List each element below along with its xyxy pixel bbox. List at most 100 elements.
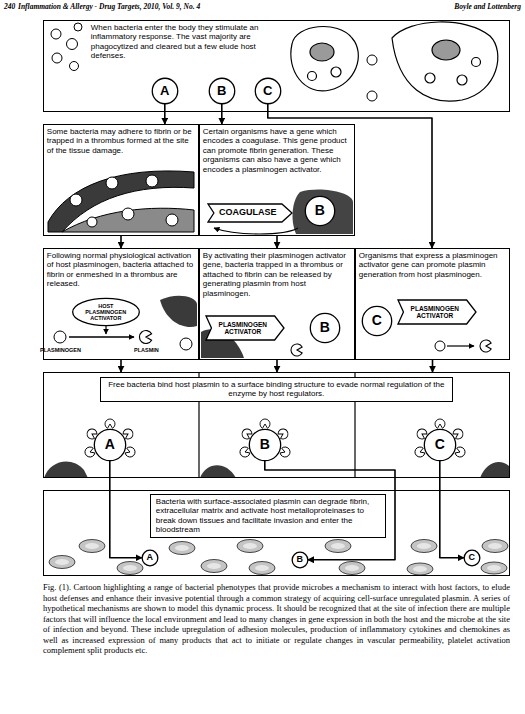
red-blood-cell [325,540,351,553]
panel-text: When bacteria enter the body they stimul… [91,23,279,61]
thrombus-fragment [180,338,192,350]
bacterium-c: C [464,550,480,566]
bacterium-letter: C [469,553,476,563]
red-blood-cell [407,563,433,575]
bacterium [367,91,377,101]
circle-shape [292,552,308,568]
macrophage [308,72,317,81]
trapped-panel: Some bacteria may adhere to fibrin or be… [43,124,199,236]
activator-banner: PLASMINOGEN ACTIVATOR [398,300,476,324]
red-blood-cell [482,540,508,553]
bacteria-cluster [52,53,62,63]
invasion-row: Bacteria with surface-associated plasmin… [43,490,510,576]
thrombus [62,208,194,232]
red-blood-cell-center [417,543,431,549]
flow-arrow [110,461,142,558]
macrophage [432,40,460,60]
bacterium-letter: C [372,313,382,328]
circle-shape [362,306,391,335]
shape-text: COAGULASE [219,208,277,218]
red-blood-cell-center [85,543,99,549]
banner-shape [206,316,284,340]
bacterium-b: B [249,429,281,461]
plasminogen-conversion [480,340,491,352]
macrophage [425,73,435,83]
circle-shape [255,78,280,103]
flow-arrow [432,360,434,372]
bacterium-b: B [292,552,308,568]
plasminogen-conversion [105,326,106,334]
fibrin-debris [200,465,236,478]
fibrin-clot [293,190,353,234]
circle-shape [424,429,455,460]
coagulase-loop [214,228,298,234]
macrophage [310,43,334,61]
thrombus-fragment [160,296,197,350]
red-blood-cell [201,560,227,573]
bacteria-cluster [74,23,82,31]
red-blood-cell-center [55,559,69,565]
figure-caption: Fig. (1). Cartoon highlighting a range o… [43,582,510,656]
bacterium-b: B [305,196,335,226]
bacterium-letter: B [320,320,330,335]
plasmin-generation-panel: Organisms that express a plasminogen act… [355,248,510,360]
plasminogen-conversion [69,336,134,337]
bacterium-letter: A [147,553,154,563]
author-header: Boyle and Lottenberg [454,3,521,12]
bacterium-b: B [209,78,235,104]
shape-text: PLASMINOGEN ACTIVATOR [406,305,464,319]
trapped-bacteria [70,194,82,206]
bacterium-letter: B [260,437,270,452]
red-blood-cell [79,540,105,553]
panel-text: Organisms that express a plasminogen act… [359,251,506,280]
red-blood-cell-center [487,565,501,571]
thrombus-fragment [160,296,197,327]
flow-arrow [120,236,122,248]
red-blood-cell-center [207,563,221,569]
plasmin [291,344,302,356]
red-blood-cell [411,540,437,553]
bacterium-c: C [362,306,392,336]
thrombus [48,171,194,232]
thrombus [48,171,194,232]
bacterium-letter: B [217,84,226,98]
plasminogen-conversion [54,331,66,343]
surface-plasmin [279,446,291,458]
fibrin-clot [293,190,353,234]
trapped-bacteria [166,214,178,226]
flow-arrow [164,104,166,124]
plasmin [291,344,302,356]
flow-arrow [440,461,464,558]
bacterium-letter: A [160,84,169,98]
red-blood-cell-center [123,565,137,571]
bacterium-letter: A [105,437,115,452]
bacterium-c: C [424,429,456,461]
red-blood-cell [237,540,263,553]
flow-arrow [221,104,223,124]
host-activation-panel: Following normal physiological activatio… [43,248,199,360]
macrophage [331,67,341,77]
bacteria-cluster [67,39,78,50]
bacterium-c: C [255,78,281,104]
trapped-bacteria [87,217,97,227]
shape-text: HOST PLASMINOGEN ACTIVATOR [82,303,130,321]
banner-shape [208,204,292,222]
plasminogen-conversion [54,326,152,344]
bacterium-a: A [142,550,158,566]
plasminogen-conversion [139,331,151,344]
macrophage [291,27,358,91]
trapped-bacteria [146,175,158,187]
plasminogen-conversion [447,345,474,346]
circle-shape [310,313,339,342]
panel-text: Bacteria with surface-associated plasmin… [150,494,386,538]
fibrin-debris [480,462,509,478]
coagulase-loop [214,228,298,234]
banner-shape [398,300,476,324]
flow-arrow [276,360,278,372]
plasmin-label: PLASMIN [134,347,159,353]
bacterium-letter: B [297,555,304,565]
red-blood-cell [249,562,275,575]
circle-shape [94,429,125,460]
ellipse-shape [72,298,139,325]
